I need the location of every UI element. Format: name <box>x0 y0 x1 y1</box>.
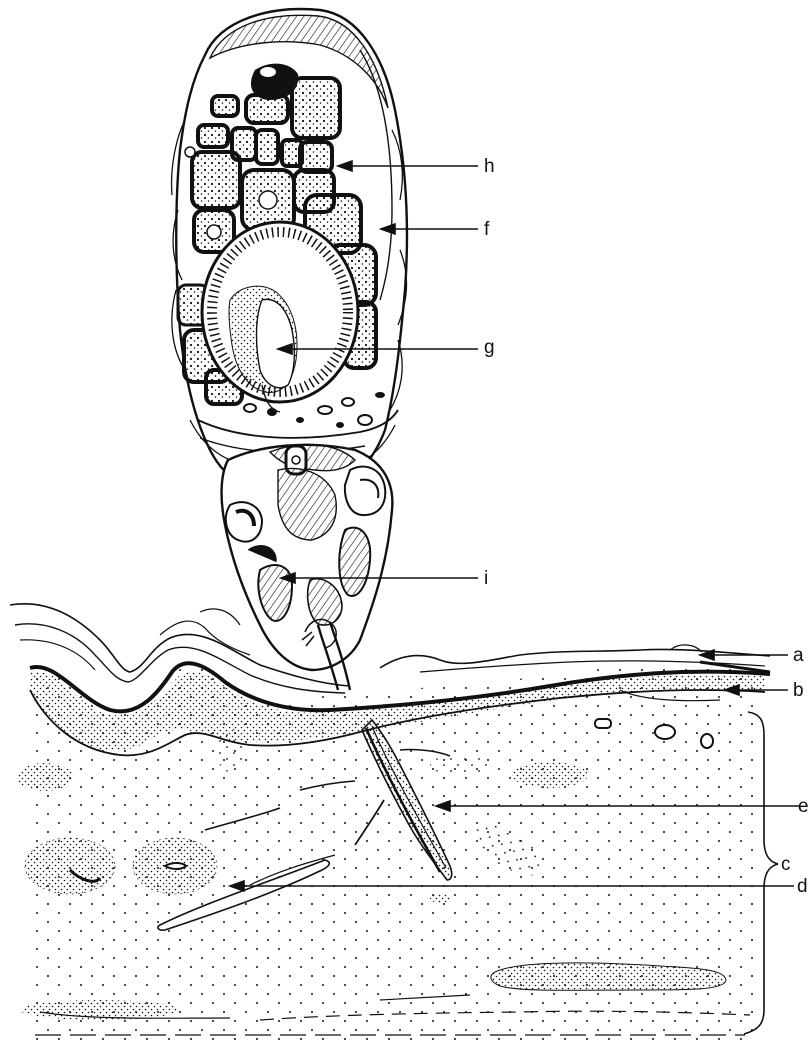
label-b: b <box>793 680 804 701</box>
label-i: i <box>484 568 488 589</box>
mouthparts <box>222 444 393 690</box>
label-e: e <box>798 796 809 817</box>
label-h: h <box>484 156 495 177</box>
label-f: f <box>484 219 490 240</box>
label-c: c <box>781 854 791 875</box>
label-a: a <box>793 645 804 666</box>
label-d: d <box>797 876 808 897</box>
label-g: g <box>484 337 495 358</box>
mite-body <box>172 9 407 500</box>
